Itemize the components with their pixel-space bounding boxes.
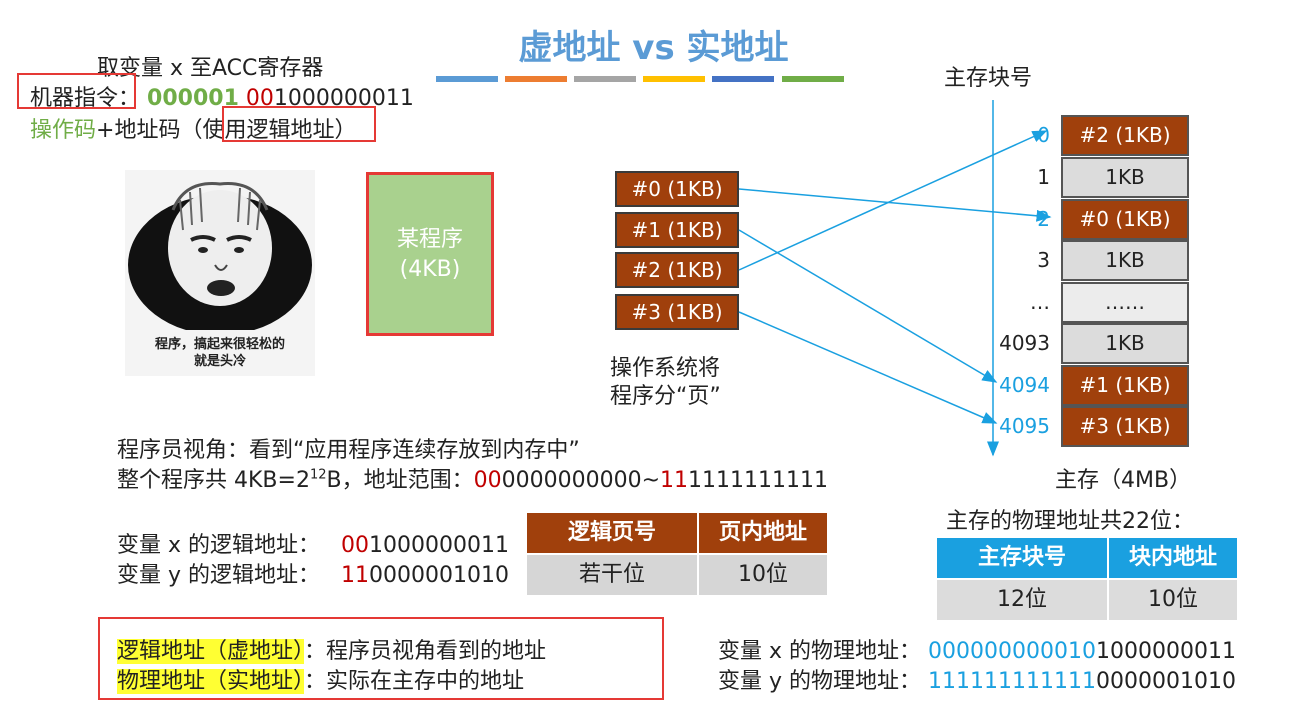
use-logical-address: 使用逻辑地址 <box>202 118 335 143</box>
page-0: #0 (1KB) <box>615 171 739 207</box>
program-block: 某程序 (4KB) <box>366 172 494 336</box>
physical-y-block-bits: 111111111111 <box>928 669 1096 694</box>
memory-caption: 主存（4MB） <box>1055 468 1192 493</box>
size-exponent: 12 <box>309 467 327 483</box>
os-caption-line-2: 程序分“页” <box>610 384 721 409</box>
memory-block-cell: 1KB <box>1061 157 1189 198</box>
memory-block-number: … <box>1030 290 1050 314</box>
memory-block-cell: #1 (1KB) <box>1061 365 1189 406</box>
memory-block-number: 3 <box>1037 248 1050 272</box>
page-1: #1 (1KB) <box>615 212 739 248</box>
logical-address-y: 变量 y 的逻辑地址： 110000001010 <box>117 557 509 589</box>
logical-x-page-bits: 00 <box>341 533 370 558</box>
memory-block-header: 主存块号 <box>944 66 1033 91</box>
logical-address-desc: ：程序员视角看到的地址 <box>304 639 547 664</box>
page-3: #3 (1KB) <box>615 294 739 330</box>
physical-address-definition: 物理地址（实地址）：实际在主存中的地址 <box>117 663 524 695</box>
os-caption-line-1: 操作系统将 <box>610 356 721 381</box>
machine-label-highlight-box <box>17 73 136 109</box>
meme-face-icon <box>128 182 312 335</box>
logical-address-highlight-box <box>222 106 376 142</box>
memory-block-cell: #0 (1KB) <box>1061 199 1189 240</box>
logical-address-x: 变量 x 的逻辑地址： 001000000011 <box>117 527 509 559</box>
machine-instruction-label: 机器指令 <box>30 86 119 111</box>
range-tilde: ~ <box>641 468 661 493</box>
slide-title: 虚地址 vs 实地址 <box>518 28 789 68</box>
logical-table-page-bits: 若干位 <box>527 555 697 595</box>
logical-address-term: 逻辑地址（虚地址） <box>117 639 305 664</box>
memory-block-cell: #2 (1KB) <box>1061 115 1189 156</box>
physical-address-term: 物理地址（实地址） <box>117 669 305 694</box>
memory-block-number: 1 <box>1037 165 1050 189</box>
address-code-label: +地址码（ <box>96 118 203 143</box>
logical-x-label: 变量 x 的逻辑地址： <box>117 533 321 558</box>
range-label: B，地址范围： <box>326 468 474 493</box>
physical-table-header-block: 主存块号 <box>937 538 1107 578</box>
range-end-offset-bits: 1111111111 <box>688 468 828 493</box>
arrow-page3-to-block4095 <box>738 311 998 424</box>
physical-x-block-bits: 000000000010 <box>928 639 1096 664</box>
logical-y-page-bits: 11 <box>341 563 370 588</box>
title-bar-6 <box>782 76 844 82</box>
programmer-view-text: 程序员视角：看到“应用程序连续存放到内存中” <box>117 438 580 463</box>
memory-block-cell: 1KB <box>1061 240 1189 281</box>
program-name: 某程序 <box>396 227 463 252</box>
meme-caption-line-2: 就是头冷 <box>193 354 246 369</box>
title-bar-4 <box>643 76 705 82</box>
meme-image: 程序，搞起来很轻松的 就是头冷 <box>125 170 315 376</box>
physical-address-y: 变量 y 的物理地址： 1111111111110000001010 <box>718 663 1236 695</box>
meme-caption-line-1: 程序，搞起来很轻松的 <box>154 337 285 352</box>
program-size: (4KB) <box>399 257 461 282</box>
logical-table-offset-bits: 10位 <box>699 555 827 595</box>
opcode-label: 操作码 <box>30 118 97 143</box>
memory-block-cell: …… <box>1061 282 1189 323</box>
physical-bits-caption: 主存的物理地址共22位： <box>946 509 1194 534</box>
title-bar-5 <box>712 76 774 82</box>
arrow-page2-to-block0 <box>738 130 1048 271</box>
instruction-description: 操作码+地址码（使用逻辑地址） <box>30 112 356 144</box>
physical-table-offset-bits: 10位 <box>1109 580 1237 620</box>
memory-block-cell: 1KB <box>1061 323 1189 364</box>
os-paging-caption: 操作系统将 程序分“页” <box>610 355 721 411</box>
memory-block-number: 4094 <box>999 373 1050 397</box>
paren-close: ） <box>334 118 357 143</box>
physical-x-offset-bits: 1000000011 <box>1095 639 1236 664</box>
logical-x-offset-bits: 1000000011 <box>369 533 509 558</box>
physical-address-x: 变量 x 的物理地址： 0000000000101000000011 <box>718 633 1236 665</box>
logical-table-header-offset: 页内地址 <box>699 513 827 553</box>
meme-caption: 程序，搞起来很轻松的 就是头冷 <box>125 336 315 370</box>
logical-y-offset-bits: 0000001010 <box>369 563 509 588</box>
arrow-page1-to-block4094 <box>738 229 998 383</box>
arrow-page0-to-block2 <box>738 188 1052 222</box>
definitions-box <box>98 617 664 700</box>
range-end-page-bits: 11 <box>660 468 689 493</box>
physical-address-desc: ：实际在主存中的地址 <box>304 669 525 694</box>
logical-address-definition: 逻辑地址（虚地址）：程序员视角看到的地址 <box>117 633 546 665</box>
memory-block-number: 4095 <box>999 414 1050 438</box>
program-size-text: 整个程序共 4KB=2 <box>117 468 310 493</box>
memory-block-cell: #3 (1KB) <box>1061 406 1189 447</box>
title-bar-1 <box>436 76 498 82</box>
physical-table-block-bits: 12位 <box>937 580 1107 620</box>
page-2: #2 (1KB) <box>615 252 739 288</box>
physical-y-label: 变量 y 的物理地址： <box>718 669 922 694</box>
physical-x-label: 变量 x 的物理地址： <box>718 639 922 664</box>
title-bar-2 <box>505 76 567 82</box>
range-start-page-bits: 00 <box>473 468 502 493</box>
physical-y-offset-bits: 0000001010 <box>1095 669 1236 694</box>
physical-table-header-offset: 块内地址 <box>1109 538 1237 578</box>
logical-y-label: 变量 y 的逻辑地址： <box>117 563 321 588</box>
memory-block-number: 4093 <box>999 331 1050 355</box>
range-start-offset-bits: 0000000000 <box>501 468 642 493</box>
program-address-range: 整个程序共 4KB=212B，地址范围：000000000000~1111111… <box>117 462 828 494</box>
logical-table-header-page: 逻辑页号 <box>527 513 697 553</box>
title-bar-3 <box>574 76 636 82</box>
